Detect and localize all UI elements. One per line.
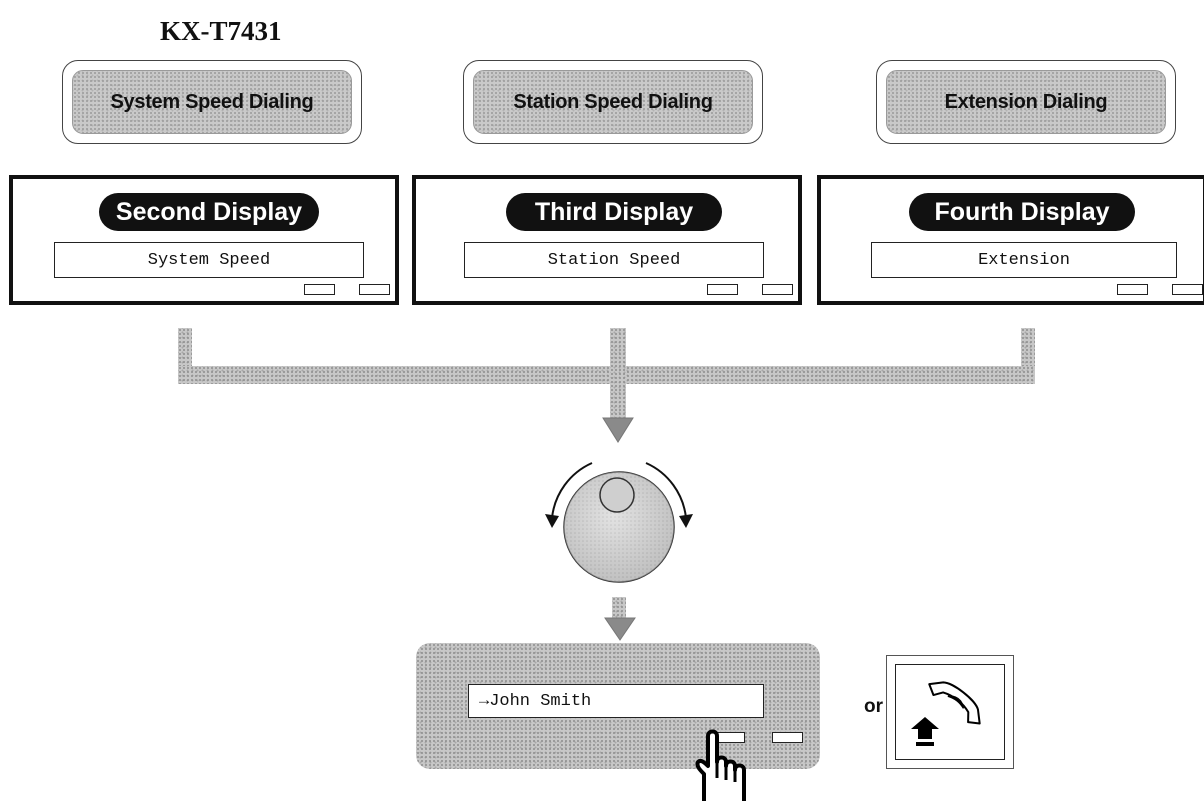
- soft-key-left[interactable]: [304, 284, 335, 295]
- down-arrow: [604, 617, 636, 641]
- soft-key-right[interactable]: [762, 284, 793, 295]
- mode-box-system-speed: System Speed Dialing: [62, 60, 362, 144]
- connector-horizontal: [178, 366, 1035, 384]
- mode-label-extension: Extension Dialing: [886, 70, 1166, 134]
- model-title: KX-T7431: [160, 16, 282, 46]
- pointing-hand-icon: [695, 729, 746, 801]
- display-panel-fourth: Fourth Display Extension: [817, 175, 1204, 305]
- mode-label-system-speed: System Speed Dialing: [72, 70, 352, 134]
- display-screen-second: System Speed: [54, 242, 364, 278]
- mode-box-station-speed: Station Speed Dialing: [463, 60, 763, 144]
- display-title-third: Third Display: [506, 193, 722, 231]
- connector-lower-vertical: [612, 597, 626, 619]
- soft-key-right[interactable]: [359, 284, 390, 295]
- soft-key-left[interactable]: [1117, 284, 1148, 295]
- display-panel-second: Second Display System Speed: [9, 175, 399, 305]
- connector-center-vertical: [610, 328, 626, 420]
- offhook-button[interactable]: [886, 655, 1014, 769]
- soft-key-right[interactable]: [1172, 284, 1203, 295]
- soft-key-right[interactable]: [772, 732, 803, 743]
- offhook-button-face: [895, 664, 1005, 760]
- soft-key-left[interactable]: [707, 284, 738, 295]
- down-arrow: [602, 417, 634, 443]
- handset-offhook-icon: [911, 681, 981, 746]
- mode-label-station-speed: Station Speed Dialing: [473, 70, 753, 134]
- display-panel-third: Third Display Station Speed: [412, 175, 802, 305]
- mode-box-extension: Extension Dialing: [876, 60, 1176, 144]
- display-title-fourth: Fourth Display: [909, 193, 1135, 231]
- display-screen-third: Station Speed: [464, 242, 764, 278]
- final-display-panel: →John Smith: [416, 643, 820, 769]
- or-label: or: [864, 696, 883, 717]
- display-screen-fourth: Extension: [871, 242, 1177, 278]
- final-display-screen: →John Smith: [468, 684, 764, 718]
- display-title-second: Second Display: [99, 193, 319, 231]
- jog-dial-icon[interactable]: [530, 448, 710, 608]
